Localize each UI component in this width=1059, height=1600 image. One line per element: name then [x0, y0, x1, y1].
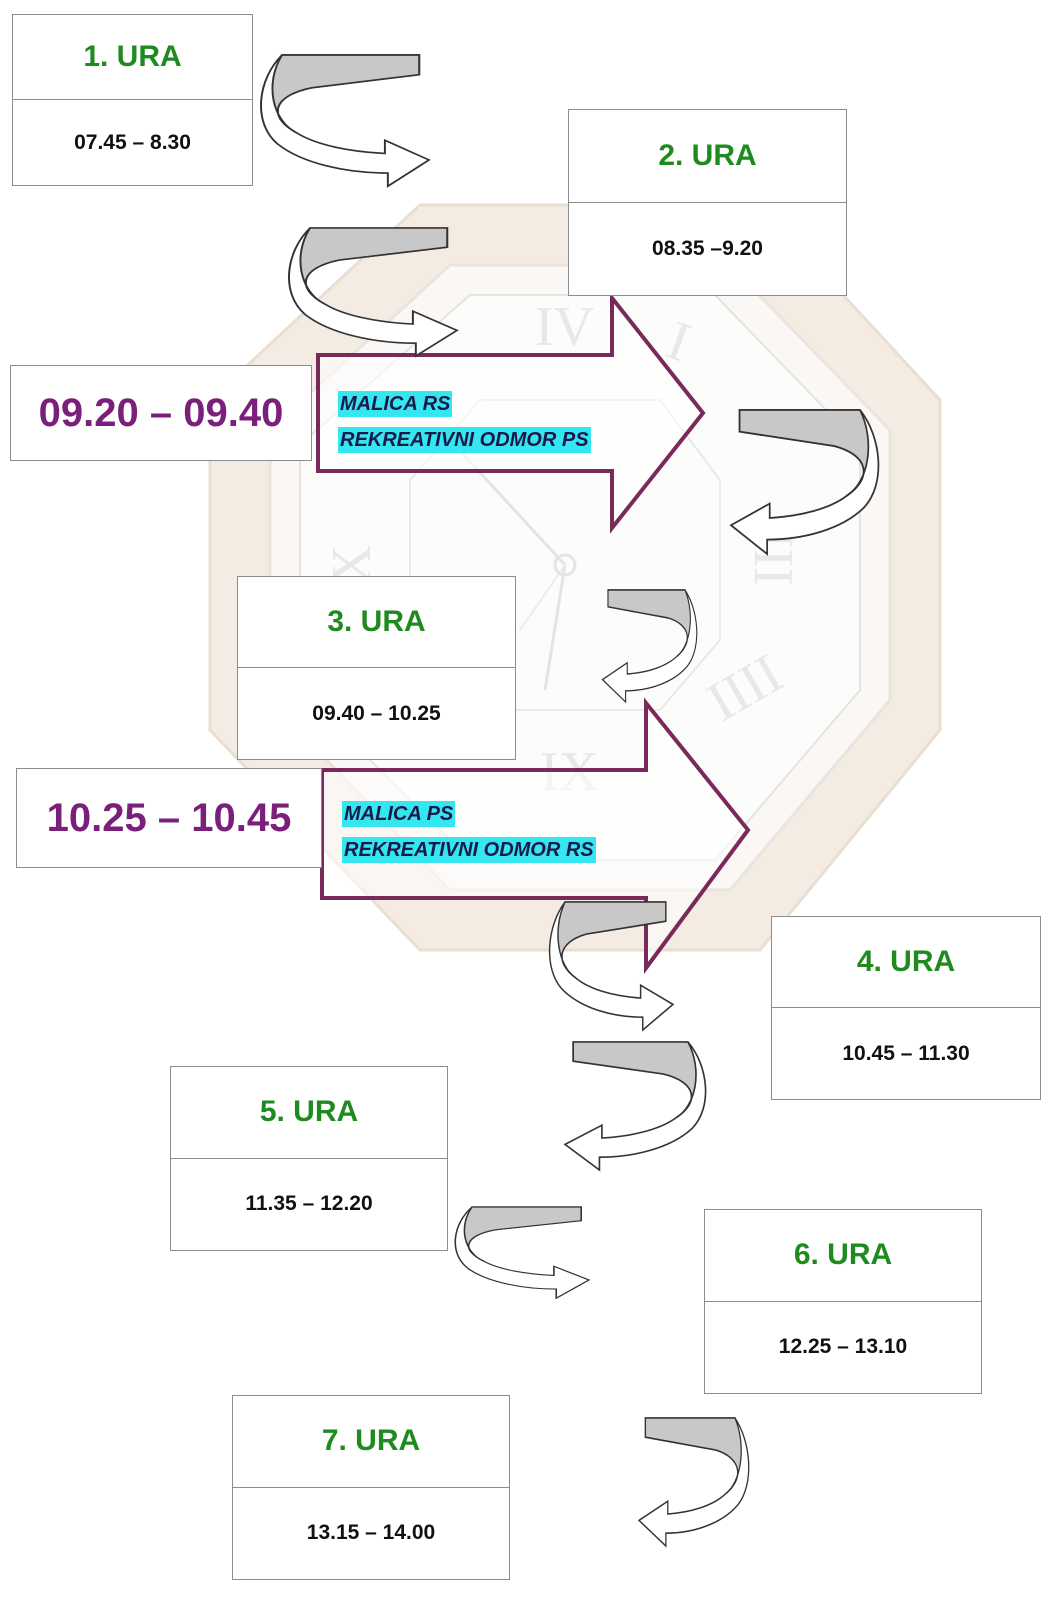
period-title: 4. URA	[772, 917, 1040, 1008]
period-box-1: 1. URA 07.45 – 8.30	[12, 14, 253, 186]
break-note-2: MALICA PS REKREATIVNI ODMOR RS	[342, 801, 596, 863]
break-note-line: MALICA RS	[338, 391, 453, 417]
period-time: 12.25 – 13.10	[778, 1335, 908, 1359]
clock-minute-hand	[543, 564, 567, 691]
period-title: 1. URA	[13, 15, 252, 100]
period-box-6: 6. URA 12.25 – 13.10	[704, 1209, 982, 1394]
period-title: 6. URA	[705, 1210, 981, 1302]
break-time-box-2: 10.25 – 10.45	[16, 768, 322, 868]
period-title: 3. URA	[238, 577, 515, 668]
period-title: 5. URA	[171, 1067, 447, 1159]
period-title: 2. URA	[569, 110, 846, 203]
period-title: 7. URA	[233, 1396, 509, 1488]
period-box-5: 5. URA 11.35 – 12.20	[170, 1066, 448, 1251]
period-box-7: 7. URA 13.15 – 14.00	[232, 1395, 510, 1580]
break-note-1: MALICA RS REKREATIVNI ODMOR PS	[338, 391, 591, 453]
period-time: 13.15 – 14.00	[306, 1521, 436, 1545]
period-time: 08.35 –9.20	[652, 236, 763, 260]
break-note-line: REKREATIVNI ODMOR RS	[342, 837, 596, 863]
period-time: 07.45 – 8.30	[74, 130, 191, 154]
period-box-4: 4. URA 10.45 – 11.30	[771, 916, 1041, 1100]
period-time: 11.35 – 12.20	[245, 1192, 373, 1216]
clock-center-pin	[553, 553, 577, 577]
period-time: 10.45 – 11.30	[842, 1041, 970, 1065]
period-time: 09.40 – 10.25	[312, 701, 441, 725]
break-time-box-1: 09.20 – 09.40	[10, 365, 312, 461]
period-box-3: 3. URA 09.40 – 10.25	[237, 576, 516, 760]
break-arrow-2	[320, 697, 751, 975]
period-box-2: 2. URA 08.35 –9.20	[568, 109, 847, 296]
break-note-line: REKREATIVNI ODMOR PS	[338, 427, 591, 453]
clock-numeral: IV	[535, 296, 594, 358]
break-note-line: MALICA PS	[342, 801, 456, 827]
